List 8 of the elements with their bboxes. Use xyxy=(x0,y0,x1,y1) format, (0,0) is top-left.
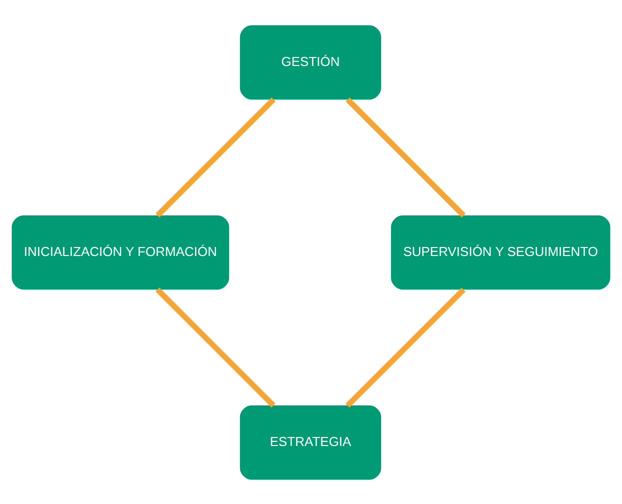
connector xyxy=(346,287,466,408)
connector xyxy=(156,96,276,217)
node-box: SUPERVISIÓN Y SEGUIMIENTO xyxy=(391,214,610,290)
connector xyxy=(346,97,466,217)
node-box: GESTIÓN xyxy=(240,24,382,100)
node-box: INICIALIZACIÓN Y FORMACIÓN xyxy=(12,214,230,290)
node-box: ESTRATEGIA xyxy=(240,404,382,480)
connector xyxy=(155,287,276,407)
